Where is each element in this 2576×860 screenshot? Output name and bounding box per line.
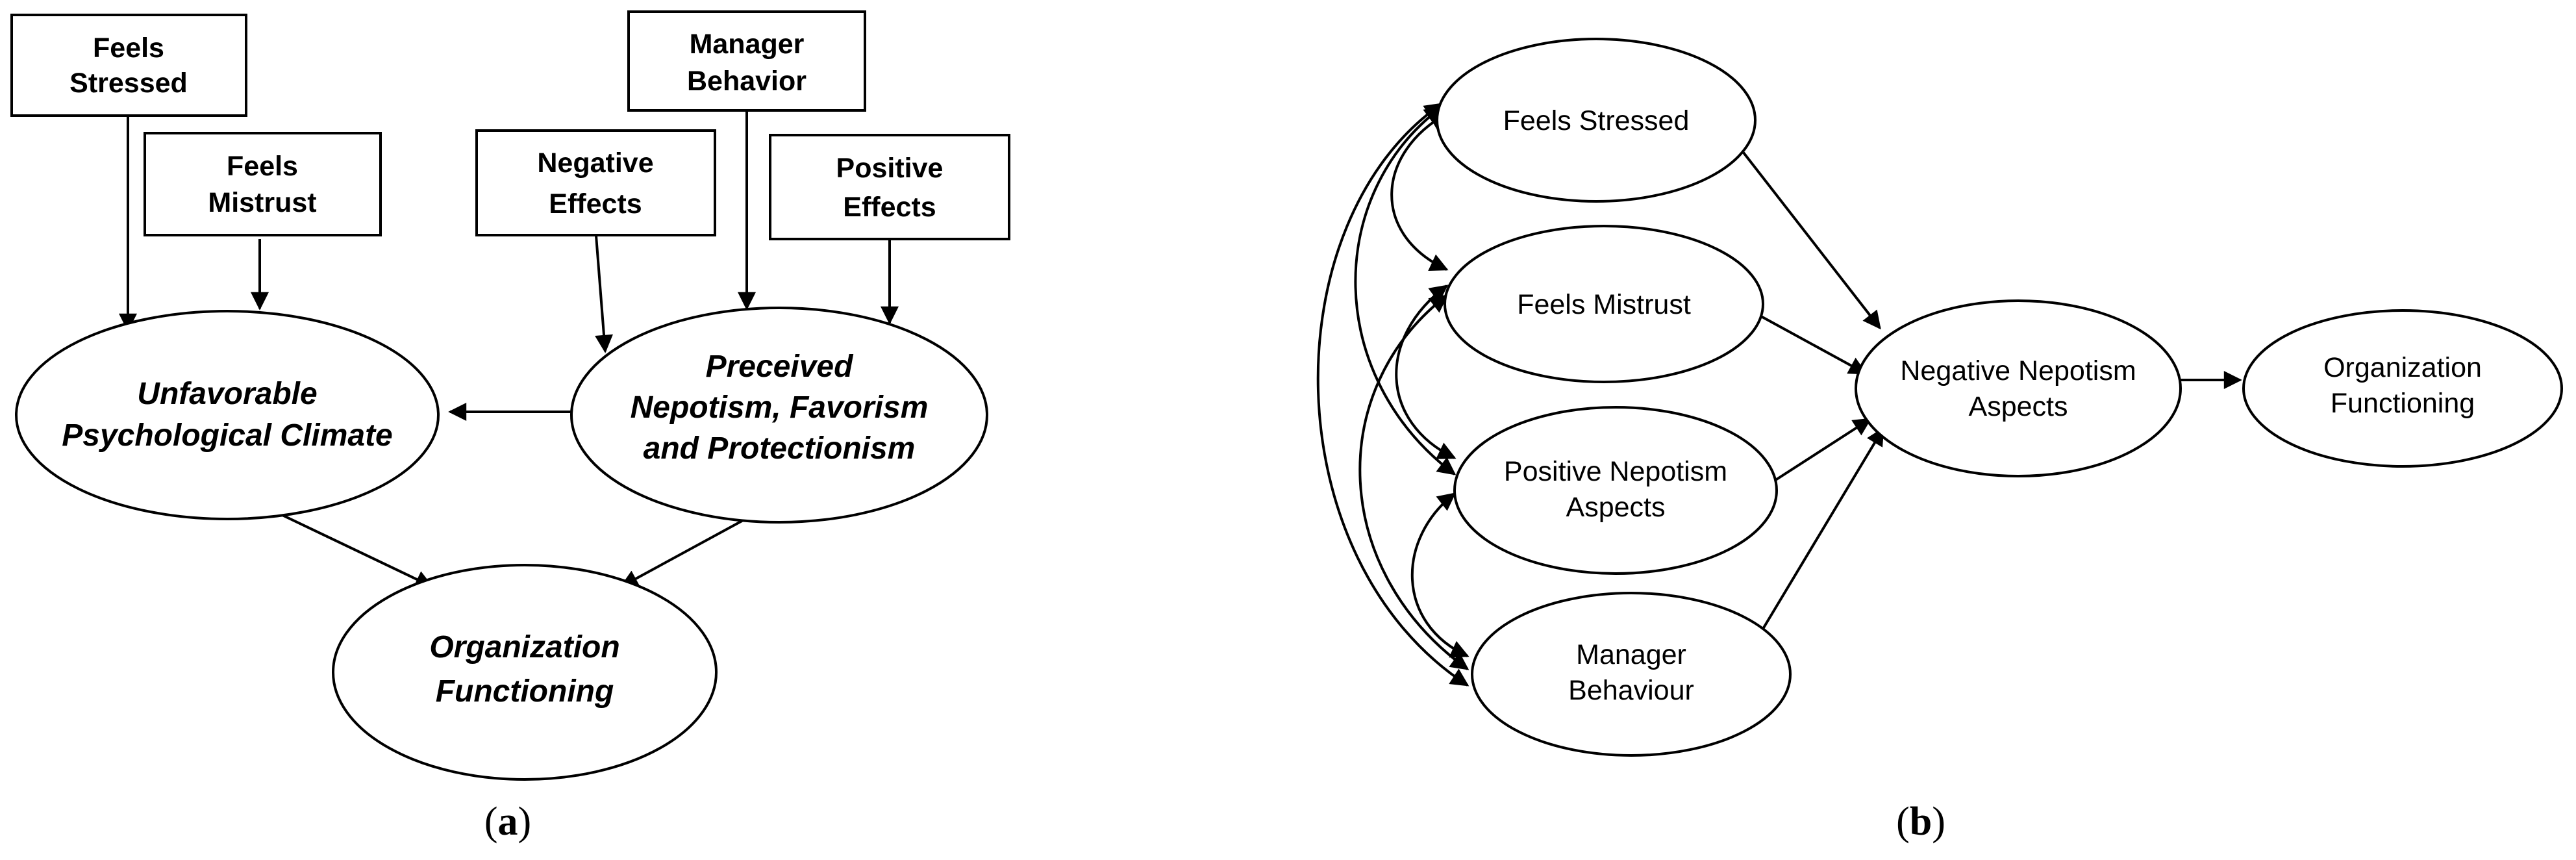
node-b-organization-functioning-line-1: Organization bbox=[2323, 352, 2482, 383]
box-negative-effects: Negative Effects bbox=[475, 129, 716, 236]
node-b-manager-behaviour: Manager Behaviour bbox=[1471, 592, 1792, 757]
panel-a-edges bbox=[119, 109, 899, 588]
edge-b-mistrust-to-negative bbox=[1760, 315, 1868, 375]
box-feels-stressed: Feels Stressed bbox=[10, 14, 247, 117]
ellipse-perceived-nepotism-line-2: Nepotism, Favorism bbox=[631, 390, 929, 425]
box-manager-behavior-line-1: Manager bbox=[690, 29, 805, 60]
edge-b-manager-to-negative bbox=[1762, 427, 1884, 630]
box-negative-effects-line-1: Negative bbox=[537, 147, 653, 179]
ellipse-unfavorable-climate-line-2: Psychological Climate bbox=[62, 418, 393, 453]
arc-mistrust-manager bbox=[1358, 294, 1469, 670]
node-b-negative-nepotism-line-2: Aspects bbox=[1969, 391, 2068, 422]
box-positive-effects: Positive Effects bbox=[769, 134, 1010, 240]
node-b-negative-nepotism-line-1: Negative Nepotism bbox=[1900, 355, 2136, 386]
box-positive-effects-line-1: Positive bbox=[836, 153, 944, 184]
panel-b-caption: (b) bbox=[1896, 800, 1945, 844]
box-positive-effects-line-2: Effects bbox=[843, 192, 936, 223]
node-b-positive-nepotism-line-1: Positive Nepotism bbox=[1504, 456, 1727, 487]
edge-b-positive-to-negative bbox=[1768, 418, 1872, 485]
panel-b-correlation-arcs bbox=[1316, 103, 1469, 687]
node-b-manager-behaviour-line-2: Behaviour bbox=[1568, 675, 1694, 706]
edge-a-nepotism-to-org bbox=[619, 509, 762, 588]
box-feels-mistrust-line-2: Mistrust bbox=[208, 187, 316, 218]
panel-a-caption-letter: a bbox=[498, 800, 518, 844]
node-b-positive-nepotism-line-2: Aspects bbox=[1566, 492, 1666, 523]
edge-a-negative-to-nepotism bbox=[595, 235, 613, 353]
ellipse-perceived-nepotism-line-1: Preceived bbox=[706, 349, 855, 384]
ellipse-organization-functioning-a-line-2: Functioning bbox=[436, 674, 614, 709]
node-b-feels-mistrust: Feels Mistrust bbox=[1444, 225, 1764, 383]
box-feels-stressed-line-2: Stressed bbox=[69, 68, 188, 99]
box-feels-mistrust: Feels Mistrust bbox=[144, 132, 382, 236]
arc-stressed-mistrust bbox=[1390, 112, 1449, 272]
panel-b: Feels Stressed Feels Mistrust Positive N… bbox=[1316, 38, 2563, 844]
node-b-feels-stressed: Feels Stressed bbox=[1436, 38, 1757, 203]
box-negative-effects-line-2: Effects bbox=[549, 188, 642, 220]
box-manager-behavior: Manager Behavior bbox=[627, 10, 866, 112]
panel-b-caption-letter: b bbox=[1910, 800, 1932, 844]
node-b-positive-nepotism: Positive Nepotism Aspects bbox=[1453, 406, 1778, 575]
node-b-manager-behaviour-line-1: Manager bbox=[1576, 639, 1686, 670]
ellipse-unfavorable-climate-line-1: Unfavorable bbox=[137, 377, 317, 411]
node-b-organization-functioning: Organization Functioning bbox=[2242, 309, 2563, 468]
panel-b-path-arrows bbox=[1742, 151, 2242, 630]
arc-positive-manager bbox=[1410, 492, 1469, 658]
arc-stressed-positive bbox=[1354, 106, 1457, 475]
box-manager-behavior-line-2: Behavior bbox=[687, 66, 807, 97]
panel-a-caption: (a) bbox=[484, 800, 531, 844]
panel-a: Feels Stressed Feels Mistrust Negative E… bbox=[10, 10, 1010, 844]
ellipse-unfavorable-climate: Unfavorable Psychological Climate bbox=[15, 310, 440, 520]
box-feels-mistrust-line-1: Feels bbox=[227, 151, 298, 182]
node-b-feels-mistrust-line-1: Feels Mistrust bbox=[1517, 289, 1691, 320]
node-b-feels-stressed-line-1: Feels Stressed bbox=[1503, 105, 1690, 136]
edge-a-climate-to-org bbox=[272, 509, 434, 588]
box-feels-stressed-line-1: Feels bbox=[93, 32, 164, 64]
node-b-negative-nepotism: Negative Nepotism Aspects bbox=[1855, 299, 2182, 477]
ellipse-organization-functioning-a: Organization Functioning bbox=[332, 564, 718, 781]
ellipse-perceived-nepotism-line-3: and Protectionism bbox=[644, 431, 916, 466]
arc-stressed-manager bbox=[1316, 103, 1469, 687]
ellipse-organization-functioning-a-line-1: Organization bbox=[429, 630, 619, 664]
edge-b-stressed-to-negative bbox=[1742, 151, 1881, 330]
ellipse-perceived-nepotism: Preceived Nepotism, Favorism and Protect… bbox=[570, 307, 988, 524]
node-b-organization-functioning-line-2: Functioning bbox=[2331, 388, 2475, 419]
